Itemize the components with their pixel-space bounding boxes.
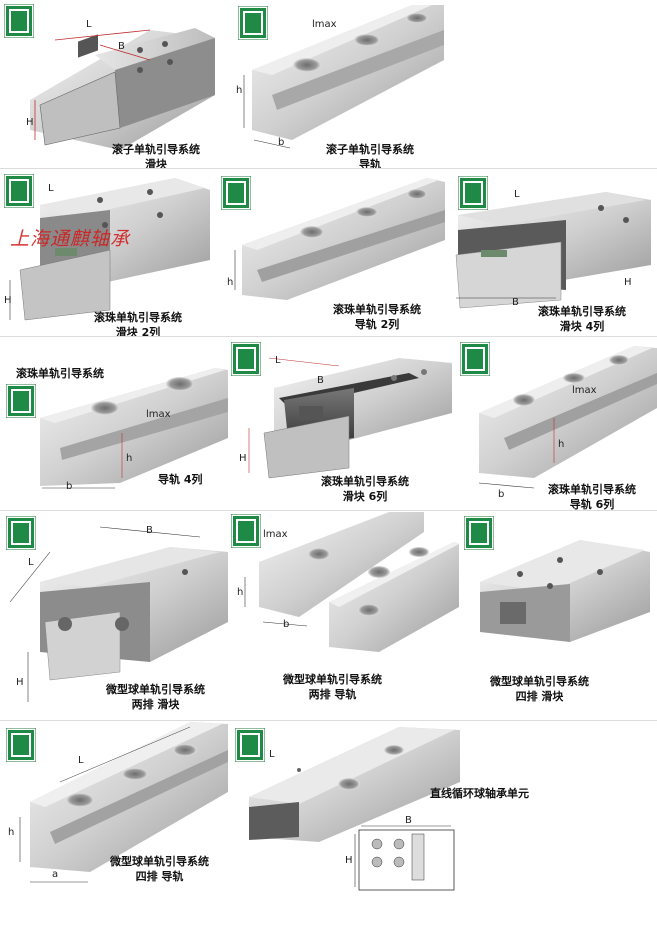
panel-caption: 直线循环球轴承单元 <box>430 787 529 800</box>
dim-label: L <box>269 749 275 760</box>
panel-miniature-rail-2rows: lmax h b 微型球单轨引导系统两排 导轨 <box>229 512 459 720</box>
ina-logo-icon <box>4 4 34 38</box>
panel-caption: 滚珠单轨引导系统导轨 6列 <box>548 483 636 510</box>
dim-label: B <box>317 375 324 386</box>
panel-caption: 微型球单轨引导系统四排 导轨 <box>110 855 209 883</box>
dim-label: lmax <box>263 529 288 540</box>
dim-label: h <box>227 277 234 288</box>
ball-rail-6rows-drawing <box>478 346 657 489</box>
miniature-rail-2rows-drawing <box>244 512 459 652</box>
dim-label: H <box>624 277 632 288</box>
ina-logo-icon <box>460 342 490 376</box>
panel-caption: 滚珠单轨引导系统滑块 6列 <box>321 475 409 503</box>
ina-logo-icon <box>6 384 36 418</box>
dim-label: L <box>275 355 281 366</box>
dim-label: H <box>345 855 353 866</box>
dim-label: L <box>28 557 34 568</box>
row-divider <box>0 336 657 337</box>
ball-carriage-6rows-drawing <box>248 357 452 479</box>
ina-logo-icon <box>6 728 36 762</box>
panel-ball-carriage-2rows: L H 滚珠单轨引导系统滑块 2列 <box>0 170 215 336</box>
dim-label: b <box>498 489 505 500</box>
ina-logo-icon <box>235 728 265 762</box>
panel-roller-carriage: L B H 滚子单轨引导系统滑块 <box>0 0 230 168</box>
dim-label: B <box>146 525 153 536</box>
panel-ball-rail-4rows: lmax h b 滚珠单轨引导系统 导轨 4列 <box>0 338 228 510</box>
panel-caption: 滚珠单轨引导系统滑块 4列 <box>538 305 626 333</box>
dim-label: b <box>283 619 290 630</box>
panel-caption: 导轨 4列 <box>158 473 203 486</box>
row-divider <box>0 168 657 169</box>
dim-label: h <box>558 439 565 450</box>
panel-linear-ball-bearing-unit: L B H <box>229 722 460 932</box>
panel-caption: 滚子单轨引导系统导轨 <box>326 143 414 168</box>
dim-label: B <box>512 297 519 308</box>
panel-ball-carriage-6rows: L B H 滚珠单轨引导系统滑块 6列 <box>229 338 452 510</box>
ball-carriage-4rows-drawing <box>455 192 651 309</box>
miniature-rail-4rows-drawing <box>19 722 228 883</box>
ina-logo-icon <box>221 176 251 210</box>
dim-label: h <box>126 453 133 464</box>
panel-caption: 滚珠单轨引导系统滑块 2列 <box>94 311 182 336</box>
panel-caption: 微型球单轨引导系统两排 导轨 <box>283 673 382 701</box>
miniature-carriage-2rows-drawing <box>9 526 228 702</box>
dim-label: a <box>52 869 59 880</box>
dim-label: L <box>48 183 54 194</box>
dim-label: L <box>86 19 92 30</box>
panel-caption: 滚珠单轨引导系统 <box>16 367 104 380</box>
panel-miniature-carriage-2rows: B L H 微型球单轨引导系统两排 滑块 <box>0 512 228 720</box>
panel-miniature-rail-4rows: L h a 微型球单轨引导系统四排 导轨 <box>0 722 228 932</box>
dim-label: B <box>405 815 412 826</box>
dim-label: L <box>514 189 520 200</box>
dim-label: H <box>239 453 247 464</box>
dim-label: b <box>66 481 73 492</box>
ina-logo-icon <box>458 176 488 210</box>
panel-caption: 微型球单轨引导系统四排 滑块 <box>490 675 589 703</box>
dim-label: B <box>118 41 125 52</box>
watermark-text: 上海通麒轴承 <box>10 228 131 250</box>
panel-roller-rail: lmax h b 滚子单轨引导系统导轨 <box>232 0 444 168</box>
dim-label: L <box>78 755 84 766</box>
ball-rail-4rows-drawing <box>40 368 228 489</box>
ball-rail-2rows-drawing <box>234 178 445 300</box>
dim-label: lmax <box>146 409 171 420</box>
panel-miniature-carriage-4rows: 微型球单轨引导系统四排 滑块 <box>460 512 657 720</box>
dim-label: h <box>237 587 244 598</box>
ina-logo-icon <box>464 516 494 550</box>
panel-ball-carriage-4rows: L H B 滚珠单轨引导系统滑块 4列 <box>446 170 657 336</box>
dim-label: H <box>26 117 34 128</box>
ina-logo-icon <box>4 174 34 208</box>
dim-label: lmax <box>572 385 597 396</box>
linear-ball-bearing-unit-drawing <box>249 727 460 891</box>
ina-logo-icon <box>6 516 36 550</box>
dim-label: h <box>236 85 243 96</box>
panel-ball-rail-2rows: h 滚珠单轨引导系统导轨 2列 <box>217 170 445 336</box>
dim-label: b <box>278 137 285 148</box>
roller-carriage-drawing <box>30 28 215 150</box>
dim-label: H <box>4 295 12 306</box>
ina-logo-icon <box>238 6 268 40</box>
dim-label: H <box>16 677 24 688</box>
ina-logo-icon <box>231 342 261 376</box>
panel-caption: 滚珠单轨引导系统导轨 2列 <box>333 303 421 331</box>
panel-caption: 微型球单轨引导系统两排 滑块 <box>106 683 205 711</box>
miniature-carriage-4rows-drawing <box>480 540 650 642</box>
roller-rail-drawing <box>243 5 444 149</box>
ina-logo-icon <box>231 514 261 548</box>
panel-caption: 滚子单轨引导系统滑块 <box>112 143 200 168</box>
dim-label: h <box>8 827 15 838</box>
ball-carriage-2rows-drawing <box>9 178 210 321</box>
panel-ball-rail-6rows: lmax h b 滚珠单轨引导系统导轨 6列 <box>454 338 657 510</box>
row-divider <box>0 510 657 511</box>
row-divider <box>0 720 657 721</box>
dim-label: lmax <box>312 19 337 30</box>
